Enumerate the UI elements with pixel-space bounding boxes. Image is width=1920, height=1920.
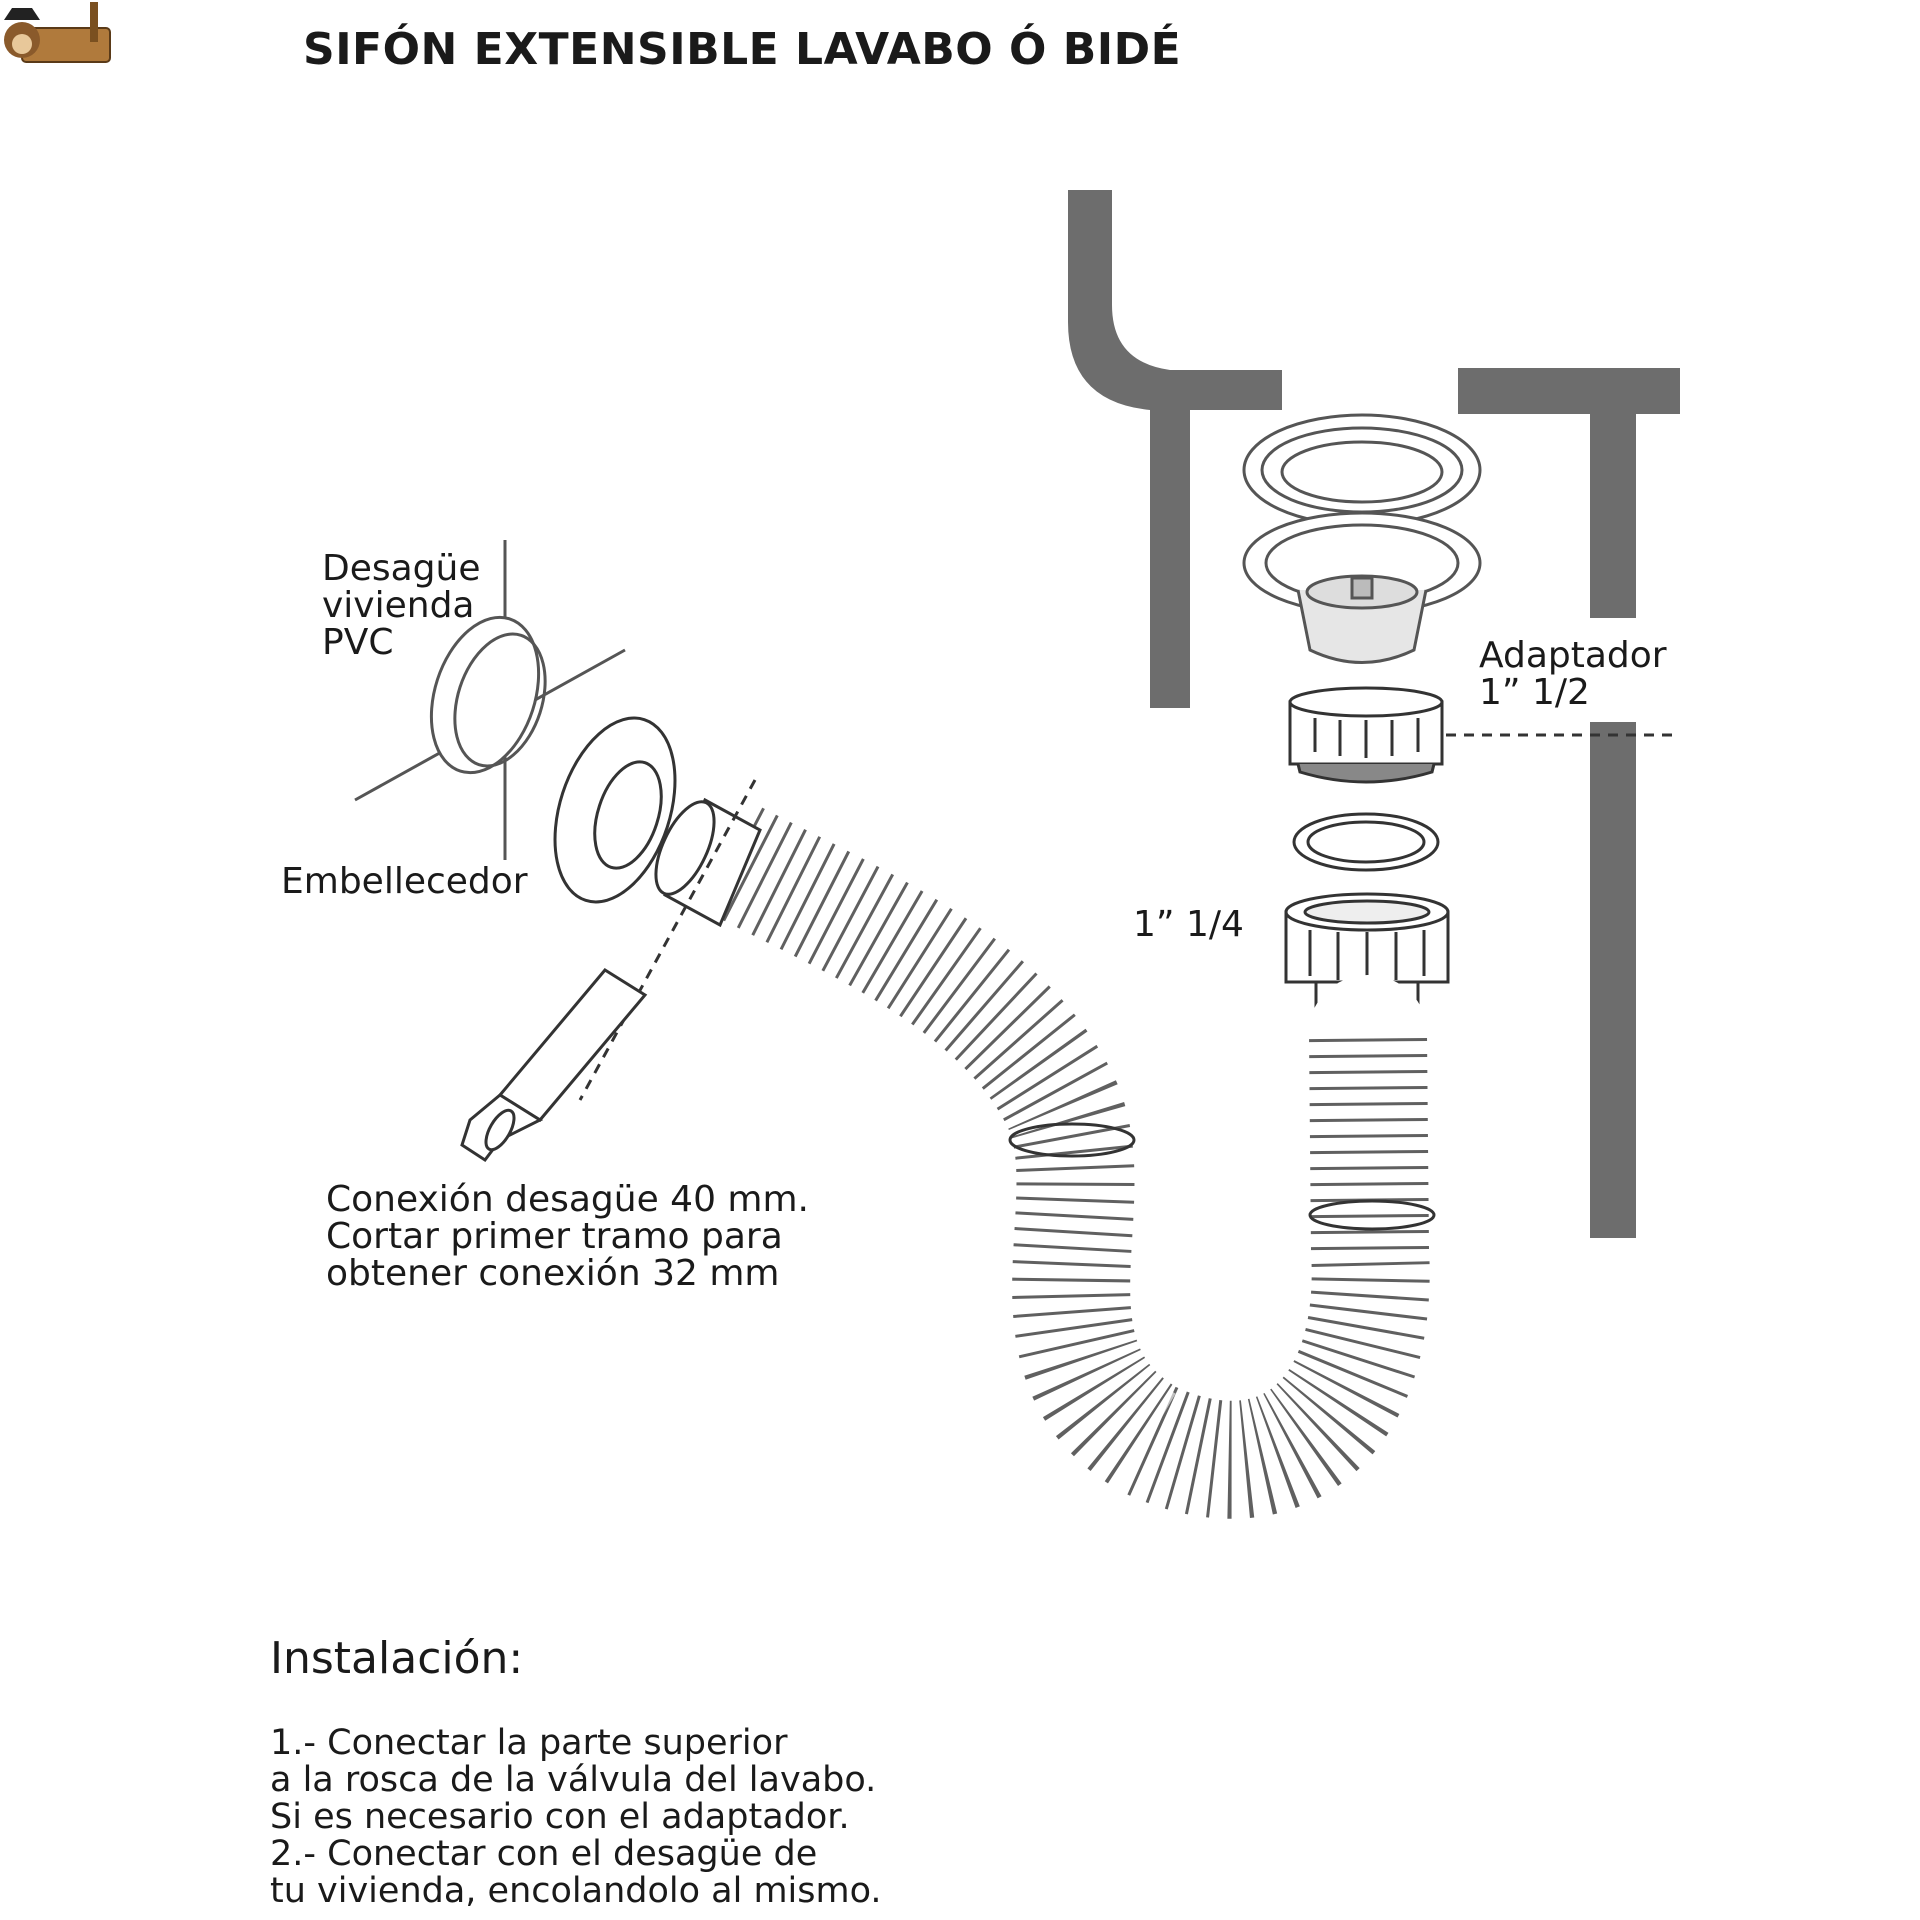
- label-one-quarter: 1” 1/4: [1133, 904, 1244, 945]
- installation-step-line: a la rosca de la válvula del lavabo.: [270, 1760, 877, 1800]
- installation-step-line: Si es necesario con el adaptador.: [270, 1797, 850, 1837]
- adapter-1-1-2: [1288, 686, 1444, 784]
- label-conexion-line: obtener conexión 32 mm: [326, 1253, 780, 1294]
- sink-cross-section: [1068, 190, 1680, 1238]
- escutcheon: [553, 716, 677, 904]
- label-desague-line: PVC: [322, 622, 394, 663]
- label-conexion: Conexión desagüe 40 mm. Cortar primer tr…: [326, 1181, 809, 1292]
- corrugated-hose: [675, 800, 1431, 1520]
- page-title: SIFÓN EXTENSIBLE LAVABO Ó BIDÉ: [303, 24, 1182, 75]
- installation-step-line: 1.- Conectar la parte superior: [270, 1723, 788, 1763]
- label-adaptador-line: 1” 1/2: [1479, 672, 1590, 713]
- strainer-rings: [1242, 413, 1482, 664]
- label-embellecedor: Embellecedor: [281, 861, 528, 902]
- washer: [1292, 812, 1440, 872]
- label-adaptador-line: Adaptador: [1479, 635, 1667, 676]
- label-conexion-line: Conexión desagüe 40 mm.: [326, 1179, 809, 1220]
- pirate-monkey-logo-icon: [4, 2, 111, 63]
- installation-step-line: tu vivienda, encolandolo al mismo.: [270, 1871, 882, 1911]
- installation-step-line: 2.- Conectar con el desagüe de: [270, 1834, 818, 1874]
- label-desague-line: Desagüe: [322, 548, 481, 589]
- nut-1-1-4: [1284, 892, 1450, 1034]
- cut-dashed-line: [578, 779, 757, 1101]
- label-adaptador: Adaptador 1” 1/2: [1479, 637, 1667, 711]
- installation-steps: 1.- Conectar la parte superior a la rosc…: [270, 1725, 882, 1910]
- installation-title: Instalación:: [270, 1633, 524, 1684]
- wall-drain: [354, 540, 626, 860]
- label-desague-line: vivienda: [322, 585, 475, 626]
- pipe-end: [654, 797, 762, 928]
- label-desague-vivienda: Desagüe vivienda PVC: [322, 550, 481, 661]
- label-conexion-line: Cortar primer tramo para: [326, 1216, 783, 1257]
- hose-rings: [1008, 1122, 1436, 1231]
- sleeve-piece: [460, 968, 648, 1163]
